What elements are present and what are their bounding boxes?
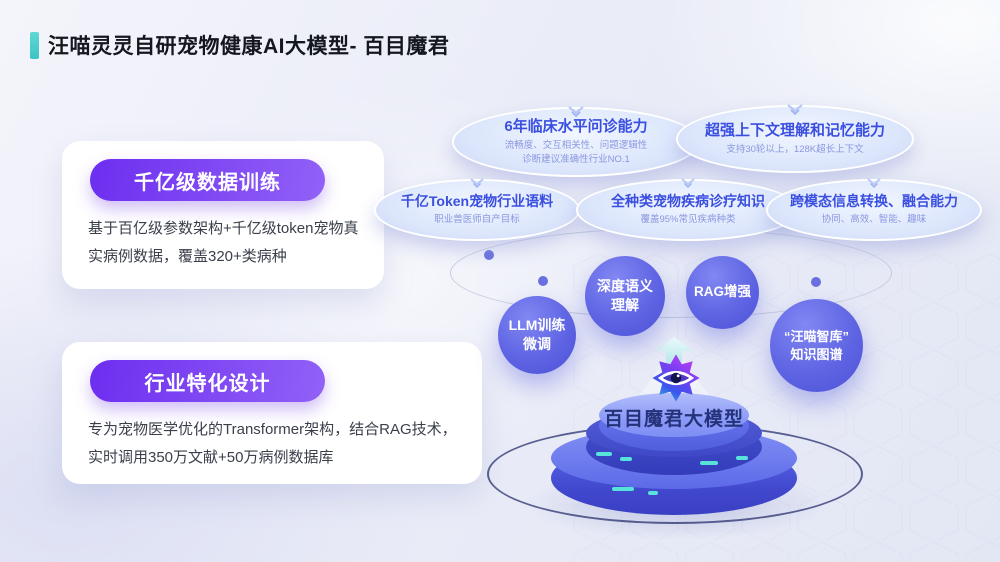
sparkle-icon [787, 104, 803, 116]
card-header-pill: 千亿级数据训练 [90, 159, 325, 201]
node-label-line: 知识图谱 [790, 346, 843, 362]
bubble-title: 超强上下文理解和记忆能力 [704, 121, 885, 139]
podium-light-dash [700, 461, 718, 465]
page-title: 汪喵灵灵自研宠物健康AI大模型- 百目魔君 [48, 35, 450, 58]
sparkle-icon [568, 106, 584, 118]
bubble-title: 千亿Token宠物行业语料 [400, 193, 554, 210]
node-label-line: 微调 [523, 336, 551, 352]
capability-bubble-disease-knowledge: 全种类宠物疾病诊疗知识 覆盖95%常见疾病种类 [576, 178, 800, 241]
podium-light-dash [596, 452, 612, 456]
bubble-title: 全种类宠物疾病诊疗知识 [611, 193, 765, 210]
model-name-label: 百目魔君大模型 [603, 409, 744, 430]
bubble-subtext: 流畅度、交互相关性、问题逻辑性 [504, 139, 648, 151]
title-accent-bar [30, 32, 39, 59]
tech-node-llm-finetune: LLM训练 微调 [498, 296, 576, 374]
card-body-text: 专为宠物医学优化的Transformer架构，结合RAG技术，实时调用350万文… [88, 421, 457, 466]
sparkle-icon [470, 178, 484, 188]
node-label-line: “汪喵智库” [783, 328, 849, 344]
capability-bubble-context: 超强上下文理解和记忆能力 支持30轮以上，128K超长上下文 [676, 104, 914, 173]
node-label-line: RAG增强 [694, 284, 751, 300]
tech-node-rag: RAG增强 [686, 256, 759, 329]
tech-node-semantic-understanding: 深度语义 理解 [585, 256, 665, 336]
feature-card-data-training: 千亿级数据训练 基于百亿级参数架构+千亿级token宠物真实病例数据，覆盖320… [62, 141, 384, 289]
bubble-subtext: 支持30轮以上，128K超长上下文 [726, 143, 864, 155]
bubble-subtext: 协同、高效、智能、趣味 [821, 214, 927, 226]
model-logo-icon [652, 354, 700, 402]
node-label-line: 理解 [611, 297, 639, 313]
bubble-subtext: 职业兽医师自产目标 [434, 214, 520, 226]
bubble-subtext: 覆盖95%常见疾病种类 [640, 214, 736, 226]
capability-bubble-consult: 6年临床水平问诊能力 流畅度、交互相关性、问题逻辑性 诊断建议准确性行业NO.1 [452, 106, 700, 177]
bubble-title: 跨模态信息转换、融合能力 [790, 193, 958, 210]
orbit-dot [538, 276, 548, 286]
card-header-pill: 行业特化设计 [90, 360, 325, 402]
sparkle-icon [867, 178, 881, 188]
node-label-line: LLM训练 [508, 317, 566, 334]
tech-node-knowledge-graph: “汪喵智库” 知识图谱 [770, 299, 863, 392]
card-body-text: 基于百亿级参数架构+千亿级token宠物真实病例数据，覆盖320+类病种 [88, 220, 359, 265]
sparkle-icon [681, 178, 695, 188]
orbit-dot [484, 250, 494, 260]
node-label-line: 深度语义 [597, 278, 653, 295]
podium-light-dash [612, 487, 634, 491]
orbit-dot [811, 277, 821, 287]
podium-light-dash [736, 456, 748, 460]
bubble-title: 6年临床水平问诊能力 [504, 117, 648, 135]
podium-top-face [599, 393, 749, 437]
feature-card-industry-design: 行业特化设计 专为宠物医学优化的Transformer架构，结合RAG技术，实时… [62, 342, 482, 484]
capability-bubble-multimodal: 跨模态信息转换、融合能力 协同、高效、智能、趣味 [766, 178, 982, 241]
podium-light-dash [648, 491, 658, 495]
podium-light-dash [620, 457, 632, 461]
bubble-subtext: 诊断建议准确性行业NO.1 [522, 153, 630, 165]
capability-bubble-corpus: 千亿Token宠物行业语料 职业兽医师自产目标 [374, 178, 580, 241]
